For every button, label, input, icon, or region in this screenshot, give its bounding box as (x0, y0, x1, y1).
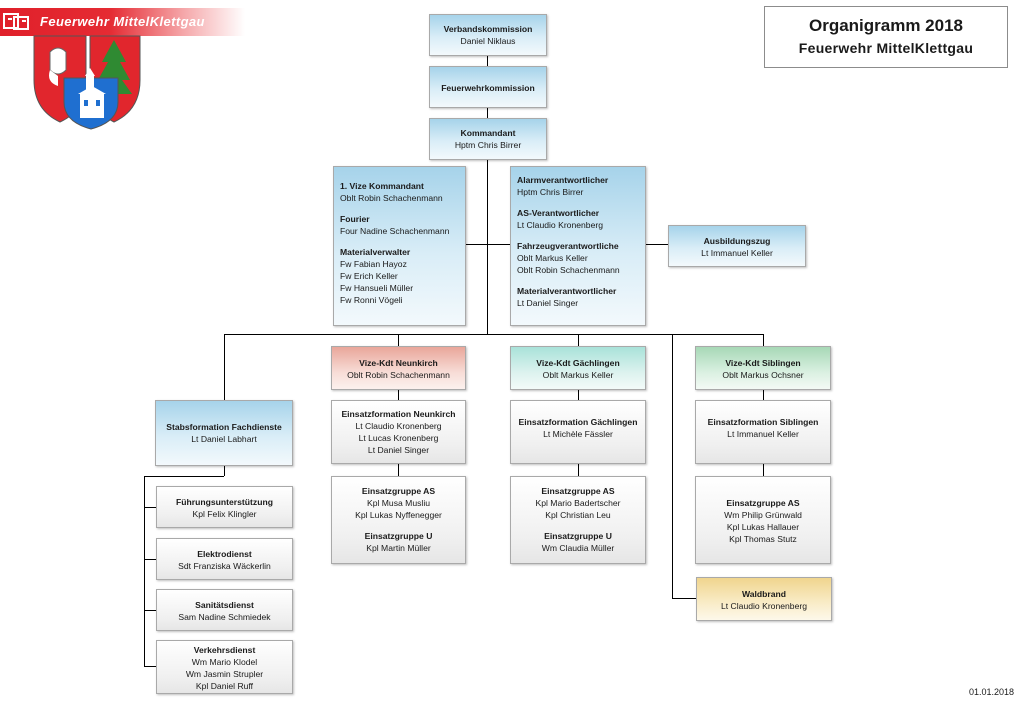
group-materialverwalter: Materialverwalter Fw Fabian Hayoz Fw Eri… (340, 247, 414, 305)
org-box-einsatzformation-neunkirch: Einsatzformation Neunkirch Lt Claudio Kr… (331, 400, 466, 464)
connector-line (672, 598, 696, 599)
connector-line (487, 56, 488, 68)
connector-line (144, 476, 145, 666)
org-box-elektrodienst: Elektrodienst Sdt Franziska Wäckerlin (156, 538, 293, 580)
group-fourier: Fourier Four Nadine Schachenmann (340, 214, 450, 236)
org-box-stabsformation: Stabsformation Fachdienste Lt Daniel Lab… (155, 400, 293, 466)
connector-line (578, 334, 579, 346)
connector-line (398, 390, 399, 400)
group-as-verantwortlicher: AS-Verantwortlicher Lt Claudio Kronenber… (517, 208, 603, 230)
connector-line (144, 610, 156, 611)
org-box-vize-kdt-neunkirch: Vize-Kdt Neunkirch Oblt Robin Schachenma… (331, 346, 466, 390)
group-vize-kommandant: 1. Vize Kommandant Oblt Robin Schachenma… (340, 181, 443, 203)
org-box-sanitaetsdienst: Sanitätsdienst Sam Nadine Schmiedek (156, 589, 293, 631)
org-box-verbandskommission: Verbandskommission Daniel Niklaus (429, 14, 547, 56)
org-box-vize-kdt-gaechlingen: Vize-Kdt Gächlingen Oblt Markus Keller (510, 346, 646, 390)
org-box-verkehrsdienst: Verkehrsdienst Wm Mario Klodel Wm Jasmin… (156, 640, 293, 694)
connector-line (224, 466, 225, 476)
fire-brigade-logo-icon (3, 13, 29, 30)
connector-line (578, 464, 579, 476)
connector-line (763, 334, 764, 346)
group-materialverantwortlicher: Materialverantwortlicher Lt Daniel Singe… (517, 286, 617, 308)
org-box-ausbildungszug: Ausbildungszug Lt Immanuel Keller (668, 225, 806, 267)
org-box-vize-kdt-siblingen: Vize-Kdt Siblingen Oblt Markus Ochsner (695, 346, 831, 390)
logo-banner: Feuerwehr MittelKlettgau (0, 8, 245, 36)
connector-line (398, 334, 399, 346)
connector-line (646, 244, 668, 245)
org-box-vize-kommandant-group: 1. Vize Kommandant Oblt Robin Schachenma… (333, 166, 466, 326)
org-box-einsatzformation-siblingen: Einsatzformation Siblingen Lt Immanuel K… (695, 400, 831, 464)
org-box-einsatzgruppen-siblingen: Einsatzgruppe AS Wm Philip Grünwald Kpl … (695, 476, 831, 564)
org-box-feuerwehrkommission: Feuerwehrkommission (429, 66, 547, 108)
connector-line (224, 334, 764, 335)
org-box-kommandant: Kommandant Hptm Chris Birrer (429, 118, 547, 160)
org-box-einsatzgruppen-gaechlingen: Einsatzgruppe AS Kpl Mario Badertscher K… (510, 476, 646, 564)
org-box-einsatzgruppen-neunkirch: Einsatzgruppe AS Kpl Musa Musliu Kpl Luk… (331, 476, 466, 564)
title-box: Organigramm 2018 Feuerwehr MittelKlettga… (764, 6, 1008, 68)
logo-text: Feuerwehr MittelKlettgau (40, 14, 205, 29)
connector-line (144, 507, 156, 508)
connector-line (672, 334, 673, 598)
org-box-waldbrand: Waldbrand Lt Claudio Kronenberg (696, 577, 832, 621)
connector-line (224, 334, 225, 400)
coat-of-arms-icon (33, 35, 141, 130)
org-box-alarm-group: Alarmverantwortlicher Hptm Chris Birrer … (510, 166, 646, 326)
group-alarmverantwortlicher: Alarmverantwortlicher Hptm Chris Birrer (517, 175, 609, 197)
connector-line (144, 476, 224, 477)
connector-line (144, 559, 156, 560)
connector-line (763, 390, 764, 400)
page-title: Organigramm 2018 (808, 16, 963, 35)
document-date: 01.01.2018 (968, 687, 1014, 697)
connector-line (763, 464, 764, 476)
page-subtitle: Feuerwehr MittelKlettgau (798, 40, 974, 56)
org-box-fuehrungsunterstuetzung: Führungsunterstützung Kpl Felix Klingler (156, 486, 293, 528)
group-fahrzeugverantwortliche: Fahrzeugverantwortliche Oblt Markus Kell… (517, 241, 620, 275)
org-box-einsatzformation-gaechlingen: Einsatzformation Gächlingen Lt Michèle F… (510, 400, 646, 464)
connector-line (398, 464, 399, 476)
connector-line (144, 666, 156, 667)
connector-line (578, 390, 579, 400)
connector-line (487, 160, 488, 334)
connector-line (487, 108, 488, 120)
